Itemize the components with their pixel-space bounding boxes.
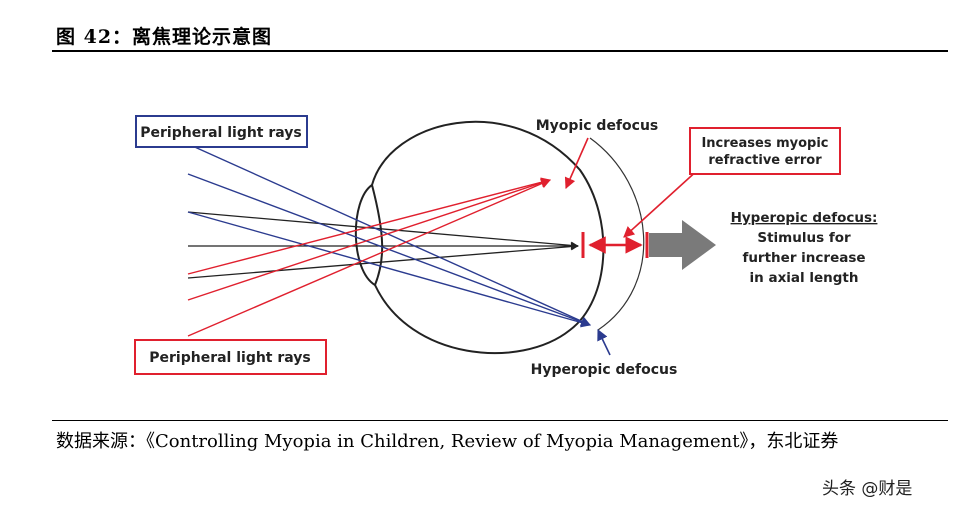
watermark: 头条 @财是 xyxy=(822,479,913,499)
blue-ray-1 xyxy=(187,143,591,326)
peripheral-bottom-box xyxy=(134,339,327,375)
hyperopic-stimulus-heading: Hyperopic defocus: xyxy=(731,210,878,226)
peripheral-bottom-label: Peripheral light rays xyxy=(149,350,311,366)
defocus-arc xyxy=(589,137,645,331)
red-ray-2 xyxy=(187,178,551,301)
hyperopic-stimulus-line1: Stimulus for xyxy=(757,230,851,246)
central-ray-top xyxy=(187,211,579,250)
eye-outline xyxy=(370,120,605,355)
red-ray-1 xyxy=(187,177,551,275)
peripheral-top-label: Peripheral light rays xyxy=(140,125,302,141)
myopic-defocus-label: Myopic defocus xyxy=(536,118,659,134)
hyperopic-stimulus-line3: in axial length xyxy=(750,270,859,286)
hyperopic-defocus-pointer xyxy=(597,328,611,356)
figure-title: 图 42：离焦理论示意图 xyxy=(56,26,273,48)
myopic-defocus-pointer xyxy=(564,137,589,190)
cornea-bulge xyxy=(354,184,376,286)
hyperopic-stimulus-line2: further increase xyxy=(742,250,865,266)
blue-ray-3 xyxy=(187,211,591,328)
increases-error-line1: Increases myopic xyxy=(701,136,828,151)
red-ray-3 xyxy=(187,178,551,337)
peripheral-top-box xyxy=(135,115,308,148)
increases-error-box xyxy=(689,127,841,175)
bottom-rule xyxy=(52,420,948,421)
hyperopic-defocus-label: Hyperopic defocus xyxy=(531,362,678,378)
central-ray-bottom xyxy=(187,242,579,279)
gray-stimulus-arrow xyxy=(649,220,716,270)
source-note: 数据来源：《Controlling Myopia in Children, Re… xyxy=(56,431,839,452)
increases-error-pointer xyxy=(623,167,701,238)
top-rule xyxy=(52,50,948,52)
increases-error-line2: refractive error xyxy=(708,153,822,168)
